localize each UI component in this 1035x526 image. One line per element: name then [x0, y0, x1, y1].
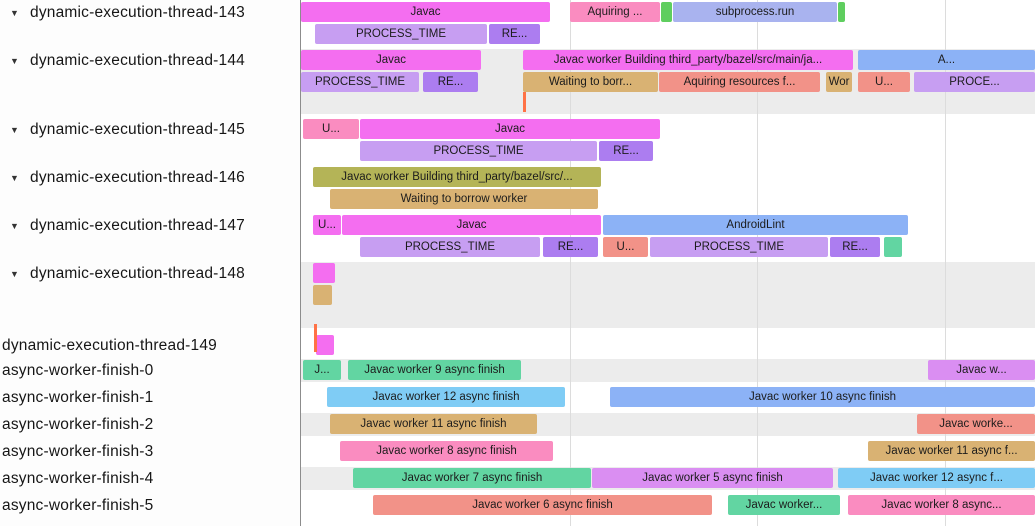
- timeline-slice[interactable]: Waiting to borr...: [523, 71, 658, 92]
- collapse-triangle-icon[interactable]: ▼: [10, 7, 20, 18]
- timeline-slice[interactable]: RE...: [423, 71, 478, 92]
- timeline-slice[interactable]: [313, 263, 335, 283]
- track-name: async-worker-finish-2: [2, 415, 154, 433]
- timeline-slice[interactable]: Aquiring resources f...: [659, 71, 820, 92]
- track-name: async-worker-finish-4: [2, 469, 154, 487]
- collapse-triangle-icon[interactable]: ▼: [10, 55, 20, 66]
- track-name: async-worker-finish-0: [2, 361, 154, 379]
- timeline-slice[interactable]: Javac worker 5 async finish: [592, 468, 833, 488]
- instant-marker[interactable]: [314, 324, 317, 352]
- timeline-slice[interactable]: Javac worker...: [728, 495, 840, 515]
- timeline-slice[interactable]: PROCESS_TIME: [301, 71, 419, 92]
- timeline-slice[interactable]: RE...: [599, 140, 653, 161]
- timeline-slice[interactable]: [661, 2, 672, 22]
- timeline-slice[interactable]: Javac worke...: [917, 414, 1035, 434]
- timeline-slice[interactable]: Aquiring ...: [570, 2, 660, 22]
- track-label[interactable]: async-worker-finish-1: [0, 387, 300, 408]
- track-name: dynamic-execution-thread-143: [30, 3, 245, 21]
- timeline-slice[interactable]: subprocess.run: [673, 2, 837, 22]
- timeline-slice[interactable]: PROCESS_TIME: [360, 140, 597, 161]
- track-label[interactable]: ▼ dynamic-execution-thread-148: [0, 263, 300, 284]
- track-name: dynamic-execution-thread-145: [30, 120, 245, 138]
- timeline-slice[interactable]: PROCESS_TIME: [650, 236, 828, 257]
- timeline-slice[interactable]: Javac worker 9 async finish: [348, 360, 521, 380]
- track-label[interactable]: async-worker-finish-4: [0, 468, 300, 489]
- gridline: [757, 0, 758, 526]
- timeline-slice[interactable]: Javac worker 11 async f...: [868, 441, 1035, 461]
- timeline-slice[interactable]: Wor: [826, 71, 852, 92]
- track-label[interactable]: async-worker-finish-5: [0, 495, 300, 516]
- timeline-slice[interactable]: Javac worker 12 async f...: [838, 468, 1035, 488]
- track-label[interactable]: ▼ dynamic-execution-thread-147: [0, 215, 300, 236]
- timeline-slice[interactable]: Javac worker 11 async finish: [330, 414, 537, 434]
- timeline-slice[interactable]: A...: [858, 50, 1035, 70]
- collapse-triangle-icon[interactable]: ▼: [10, 220, 20, 231]
- timeline-slice[interactable]: Javac: [301, 2, 550, 22]
- timeline-slice[interactable]: Javac worker 8 async finish: [340, 441, 553, 461]
- track-label[interactable]: ▼ dynamic-execution-thread-146: [0, 167, 300, 188]
- track-name: dynamic-execution-thread-147: [30, 216, 245, 234]
- track-name: async-worker-finish-1: [2, 388, 154, 406]
- collapse-triangle-icon[interactable]: ▼: [10, 172, 20, 183]
- track-label[interactable]: async-worker-finish-2: [0, 414, 300, 435]
- timeline-slice[interactable]: RE...: [830, 236, 880, 257]
- track-background-strip: [301, 262, 1035, 328]
- timeline-slice[interactable]: U...: [303, 119, 359, 139]
- track-label[interactable]: dynamic-execution-thread-149: [0, 335, 300, 356]
- timeline-slice[interactable]: PROCESS_TIME: [315, 23, 487, 44]
- timeline-slice[interactable]: J...: [303, 360, 341, 380]
- timeline-slice[interactable]: RE...: [489, 23, 540, 44]
- timeline-slice[interactable]: AndroidLint: [603, 215, 908, 235]
- track-name: dynamic-execution-thread-149: [2, 336, 217, 354]
- track-name: dynamic-execution-thread-144: [30, 51, 245, 69]
- timeline-slice[interactable]: [838, 2, 845, 22]
- timeline-slice[interactable]: Javac worker 6 async finish: [373, 495, 712, 515]
- gridline: [570, 0, 571, 526]
- track-label[interactable]: ▼ dynamic-execution-thread-144: [0, 50, 300, 71]
- track-label[interactable]: ▼ dynamic-execution-thread-143: [0, 2, 300, 23]
- timeline-slice[interactable]: Javac worker Building third_party/bazel/…: [523, 50, 853, 70]
- timeline-slice[interactable]: Waiting to borrow worker: [330, 188, 598, 209]
- timeline-slice[interactable]: Javac worker 8 async...: [848, 495, 1035, 515]
- timeline-slice[interactable]: [884, 236, 902, 257]
- track-label[interactable]: async-worker-finish-3: [0, 441, 300, 462]
- timeline-slice[interactable]: PROCESS_TIME: [360, 236, 540, 257]
- instant-marker[interactable]: [523, 92, 526, 112]
- gridline: [945, 0, 946, 526]
- timeline-slice[interactable]: U...: [313, 215, 341, 235]
- timeline-slice[interactable]: Javac worker Building third_party/bazel/…: [313, 167, 601, 187]
- track-name: async-worker-finish-5: [2, 496, 154, 514]
- timeline-slice[interactable]: [313, 284, 332, 305]
- timeline-slice[interactable]: PROCE...: [914, 71, 1035, 92]
- timeline-slice[interactable]: Javac: [301, 50, 481, 70]
- timeline-slice[interactable]: RE...: [543, 236, 598, 257]
- timeline-slice[interactable]: Javac worker 7 async finish: [353, 468, 591, 488]
- track-sidebar: ▼ dynamic-execution-thread-143 ▼ dynamic-ex…: [0, 0, 301, 526]
- collapse-triangle-icon[interactable]: ▼: [10, 124, 20, 135]
- timeline-slice[interactable]: Javac: [360, 119, 660, 139]
- timeline-slice[interactable]: Javac w...: [928, 360, 1035, 380]
- collapse-triangle-icon[interactable]: ▼: [10, 268, 20, 279]
- track-name: dynamic-execution-thread-146: [30, 168, 245, 186]
- timeline-slice[interactable]: [316, 335, 334, 355]
- track-name: async-worker-finish-3: [2, 442, 154, 460]
- track-name: dynamic-execution-thread-148: [30, 264, 245, 282]
- track-label[interactable]: async-worker-finish-0: [0, 360, 300, 381]
- track-label[interactable]: ▼ dynamic-execution-thread-145: [0, 119, 300, 140]
- timeline-slice[interactable]: U...: [858, 71, 910, 92]
- timeline-slice[interactable]: Javac worker 10 async finish: [610, 387, 1035, 407]
- timeline-slice[interactable]: U...: [603, 236, 648, 257]
- timeline-slice[interactable]: Javac worker 12 async finish: [327, 387, 565, 407]
- timeline-slice[interactable]: Javac: [342, 215, 601, 235]
